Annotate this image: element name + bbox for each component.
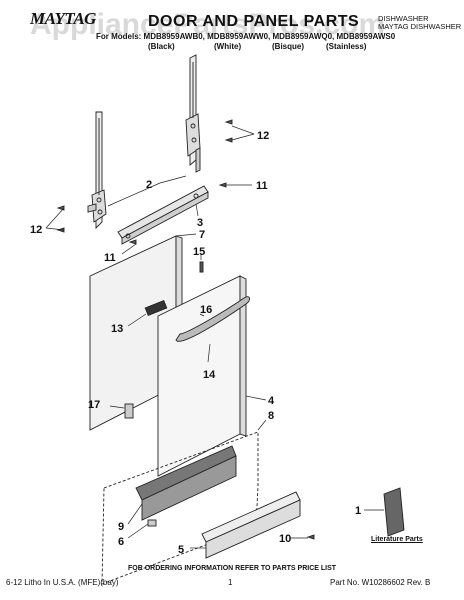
ordering-instruction: FOR ORDERING INFORMATION REFER TO PARTS …: [127, 565, 337, 572]
leader-lines: [45, 125, 384, 549]
callout-12-left: 12: [30, 224, 42, 236]
model-list: For Models: MDB8959AWB0, MDB8959AWW0, MD…: [96, 32, 396, 41]
page-number: 1: [228, 578, 233, 587]
callout-8: 8: [268, 410, 274, 422]
callout-11-right: 11: [256, 180, 268, 192]
callout-12-right: 12: [257, 130, 269, 142]
hinge-left: [87, 111, 107, 230]
callout-14: 14: [203, 369, 216, 381]
finish-black: (Black): [148, 42, 175, 51]
litho-note: 6-12 Litho In U.S.A. (MFE)(bay): [6, 578, 119, 587]
callout-11-left: 11: [104, 252, 116, 264]
part-5-toe-panel: [201, 491, 301, 559]
hinge-right: [185, 54, 201, 173]
literature-parts-label: Literature Parts: [371, 536, 423, 543]
part-6-plate: [147, 519, 157, 527]
callout-9: 9: [118, 521, 124, 533]
callout-1: 1: [355, 505, 361, 517]
callout-10: 10: [279, 533, 291, 545]
part-17-clip: [124, 403, 134, 419]
part-1-literature: [383, 487, 405, 537]
callout-4: 4: [268, 395, 275, 407]
part-13-badge: [144, 299, 168, 317]
header-right-line1: DISHWASHER: [378, 14, 429, 23]
callout-5: 5: [178, 544, 184, 556]
callout-16: 16: [200, 304, 212, 316]
watermark: AppliancePartsPros.com: [30, 8, 386, 41]
finish-stainless: (Stainless): [326, 42, 367, 51]
part-number: Part No. W10286602 Rev. B: [330, 578, 431, 587]
part-3-door-bracket: [117, 185, 209, 245]
header-right-line2: MAYTAG DISHWASHER: [378, 22, 462, 31]
callout-13: 13: [111, 323, 123, 335]
callout-17: 17: [88, 399, 100, 411]
part-8-outline: [101, 431, 259, 585]
callout-2: 2: [146, 179, 152, 191]
part-4-outer-door: [157, 275, 247, 477]
finish-bisque: (Bisque): [272, 42, 304, 51]
page-title: DOOR AND PANEL PARTS: [148, 13, 360, 30]
callout-3: 3: [197, 217, 203, 229]
callout-15: 15: [193, 246, 205, 258]
finish-white: (White): [214, 42, 242, 51]
part-9-insulation: [135, 445, 237, 521]
part-14-handle: [175, 296, 251, 342]
callout-6: 6: [118, 536, 124, 548]
callout-7: 7: [199, 229, 205, 241]
brand-logo: MAYTAG: [30, 9, 96, 28]
